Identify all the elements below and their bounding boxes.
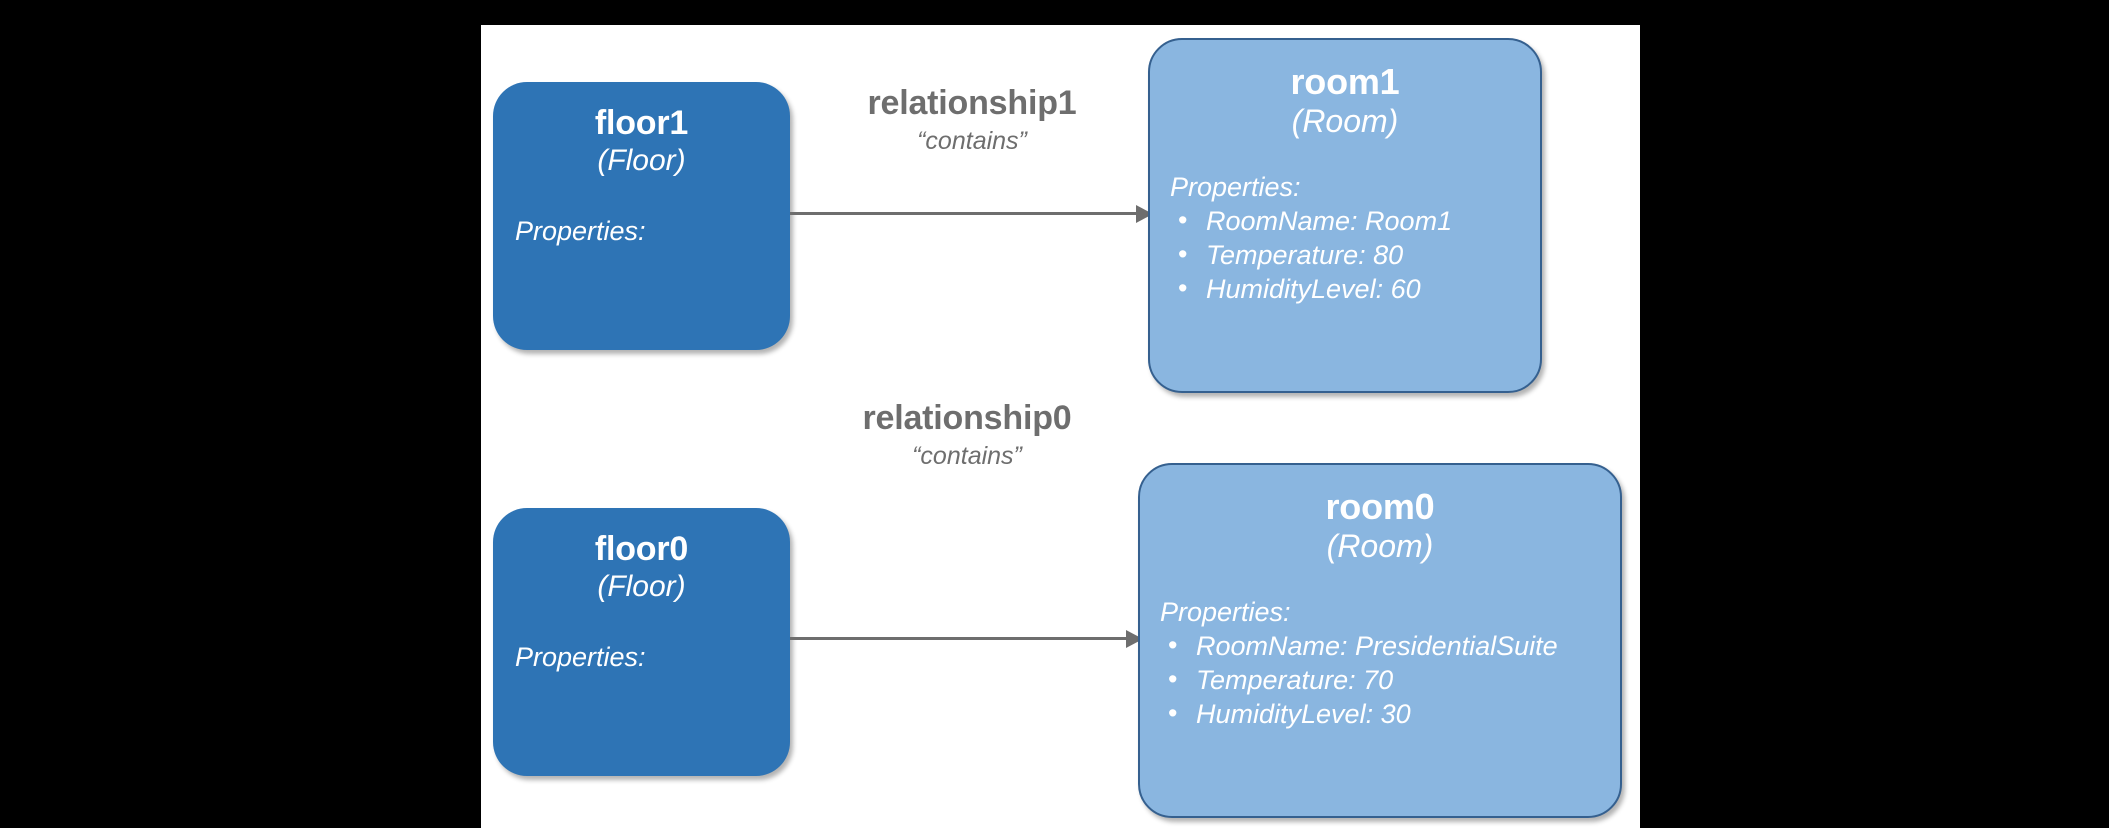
node-room0-properties: Properties: •RoomName: PresidentialSuite… [1160, 595, 1620, 731]
node-floor1-title: floor1 [594, 104, 689, 142]
edge-relationship1-line [790, 212, 1148, 215]
edge-relationship1-name: relationship1 [867, 84, 1077, 122]
edge-relationship0-name: relationship0 [862, 399, 1072, 437]
bullet-icon: • [1168, 664, 1178, 695]
node-room0-model: (Room) [1326, 527, 1434, 564]
node-floor0-model: (Floor) [597, 569, 686, 603]
property-item: •HumidityLevel: 30 [1168, 698, 1411, 730]
edge-relationship0-line [790, 637, 1138, 640]
node-floor0-properties: Properties: [515, 640, 790, 674]
diagram-canvas: floor1 (Floor) Properties: relationship1… [481, 25, 1640, 828]
node-room0[interactable]: room0 (Room) Properties: •RoomName: Pres… [1138, 463, 1622, 818]
bullet-icon: • [1178, 205, 1188, 236]
node-floor1-properties-heading: Properties: [515, 216, 646, 247]
node-room0-title: room0 [1325, 486, 1435, 527]
node-room1[interactable]: room1 (Room) Properties: •RoomName: Room… [1148, 38, 1542, 393]
node-floor1-model: (Floor) [597, 143, 686, 177]
node-room1-model: (Room) [1291, 102, 1399, 139]
node-room0-properties-heading: Properties: [1160, 597, 1291, 628]
property-item: •RoomName: PresidentialSuite [1168, 630, 1558, 662]
property-item: •RoomName: Room1 [1178, 205, 1453, 237]
node-floor0-properties-heading: Properties: [515, 642, 646, 673]
node-room1-properties: Properties: •RoomName: Room1•Temperature… [1170, 170, 1540, 306]
node-floor1[interactable]: floor1 (Floor) Properties: [493, 82, 790, 350]
edge-relationship0-kind: “contains” [912, 441, 1022, 470]
edge-relationship1-label: relationship1 “contains” [792, 84, 1152, 156]
node-room0-properties-list: •RoomName: PresidentialSuite•Temperature… [1160, 629, 1620, 731]
node-floor1-properties: Properties: [515, 214, 790, 248]
property-item: •HumidityLevel: 60 [1178, 273, 1421, 305]
node-floor0[interactable]: floor0 (Floor) Properties: [493, 508, 790, 776]
node-floor0-title: floor0 [594, 530, 689, 568]
node-room1-title: room1 [1290, 61, 1400, 102]
property-item: •Temperature: 70 [1168, 664, 1394, 696]
bullet-icon: • [1168, 630, 1178, 661]
property-item: •Temperature: 80 [1178, 239, 1404, 271]
bullet-icon: • [1178, 273, 1188, 304]
edge-relationship1-kind: “contains” [917, 126, 1027, 155]
edge-relationship0-label: relationship0 “contains” [787, 399, 1147, 471]
node-room1-properties-heading: Properties: [1170, 172, 1301, 203]
node-room1-properties-list: •RoomName: Room1•Temperature: 80•Humidit… [1170, 204, 1540, 306]
bullet-icon: • [1178, 239, 1188, 270]
bullet-icon: • [1168, 698, 1178, 729]
